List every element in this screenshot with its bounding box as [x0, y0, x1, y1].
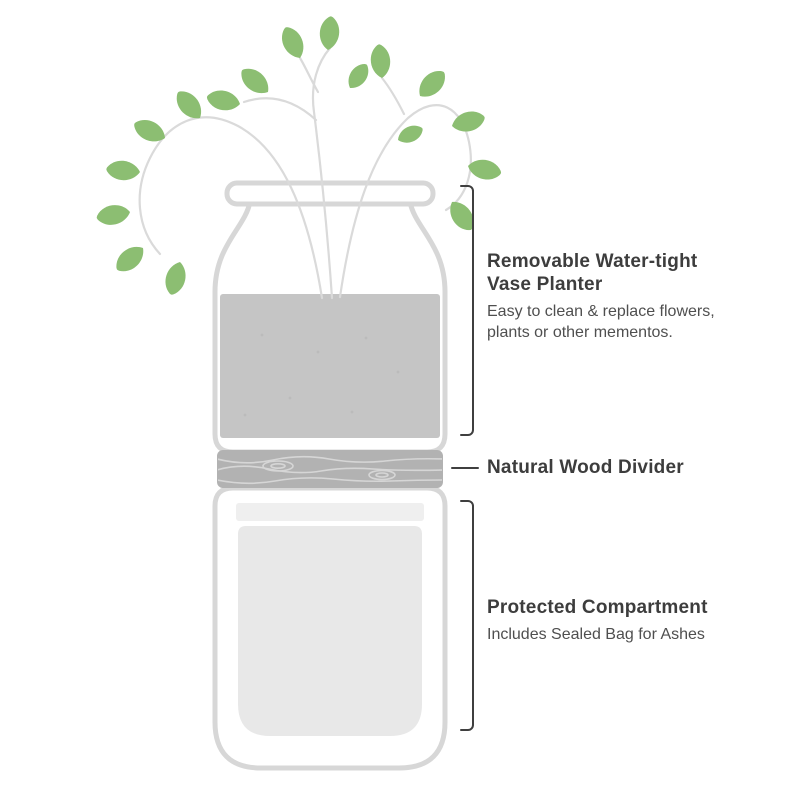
leaf-icon: [110, 240, 150, 278]
vase-upper-section: [212, 180, 448, 455]
leaf-icon: [95, 202, 132, 228]
plant-stems: [138, 46, 472, 300]
leaf-icon: [369, 43, 392, 79]
leaf-icon: [130, 114, 170, 147]
planter-bracket: [460, 185, 474, 436]
leaf-icon: [413, 65, 451, 103]
wood-grain-texture: [218, 455, 442, 485]
compartment-description: Includes Sealed Bag for Ashes: [487, 626, 705, 643]
leaf-icon: [235, 62, 275, 100]
wood-divider-band: [217, 450, 443, 488]
leaf-icon: [105, 159, 141, 182]
leaf-icon: [318, 15, 341, 51]
annotation-divider: Natural Wood Divider: [487, 456, 767, 479]
bag-fold: [236, 503, 424, 521]
annotation-compartment: Protected Compartment Includes Sealed Ba…: [487, 596, 777, 645]
annotation-brackets: [451, 185, 479, 731]
annotation-planter: Removable Water-tight Vase Planter Easy …: [487, 250, 757, 343]
planter-description-line-2: plants or other mementos.: [487, 324, 673, 341]
sealed-bag: [236, 503, 424, 736]
divider-heading: Natural Wood Divider: [487, 457, 684, 478]
planter-description-line-1: Easy to clean & replace flowers,: [487, 303, 715, 320]
planter-heading-line-2: Vase Planter: [487, 274, 603, 295]
leaf-icon: [343, 59, 374, 93]
compartment-bracket: [460, 500, 474, 731]
planter-contents: [220, 294, 440, 438]
vase-lower-section: [212, 485, 448, 771]
vase-lip: [224, 180, 436, 207]
bag-body: [238, 526, 422, 736]
planter-description: Easy to clean & replace flowers, plants …: [487, 301, 757, 343]
leaf-icon: [204, 87, 243, 114]
leaf-icon: [276, 23, 309, 63]
planter-heading-line-1: Removable Water-tight: [487, 251, 698, 272]
leaf-icon: [161, 259, 190, 298]
compartment-heading: Protected Compartment: [487, 597, 708, 618]
